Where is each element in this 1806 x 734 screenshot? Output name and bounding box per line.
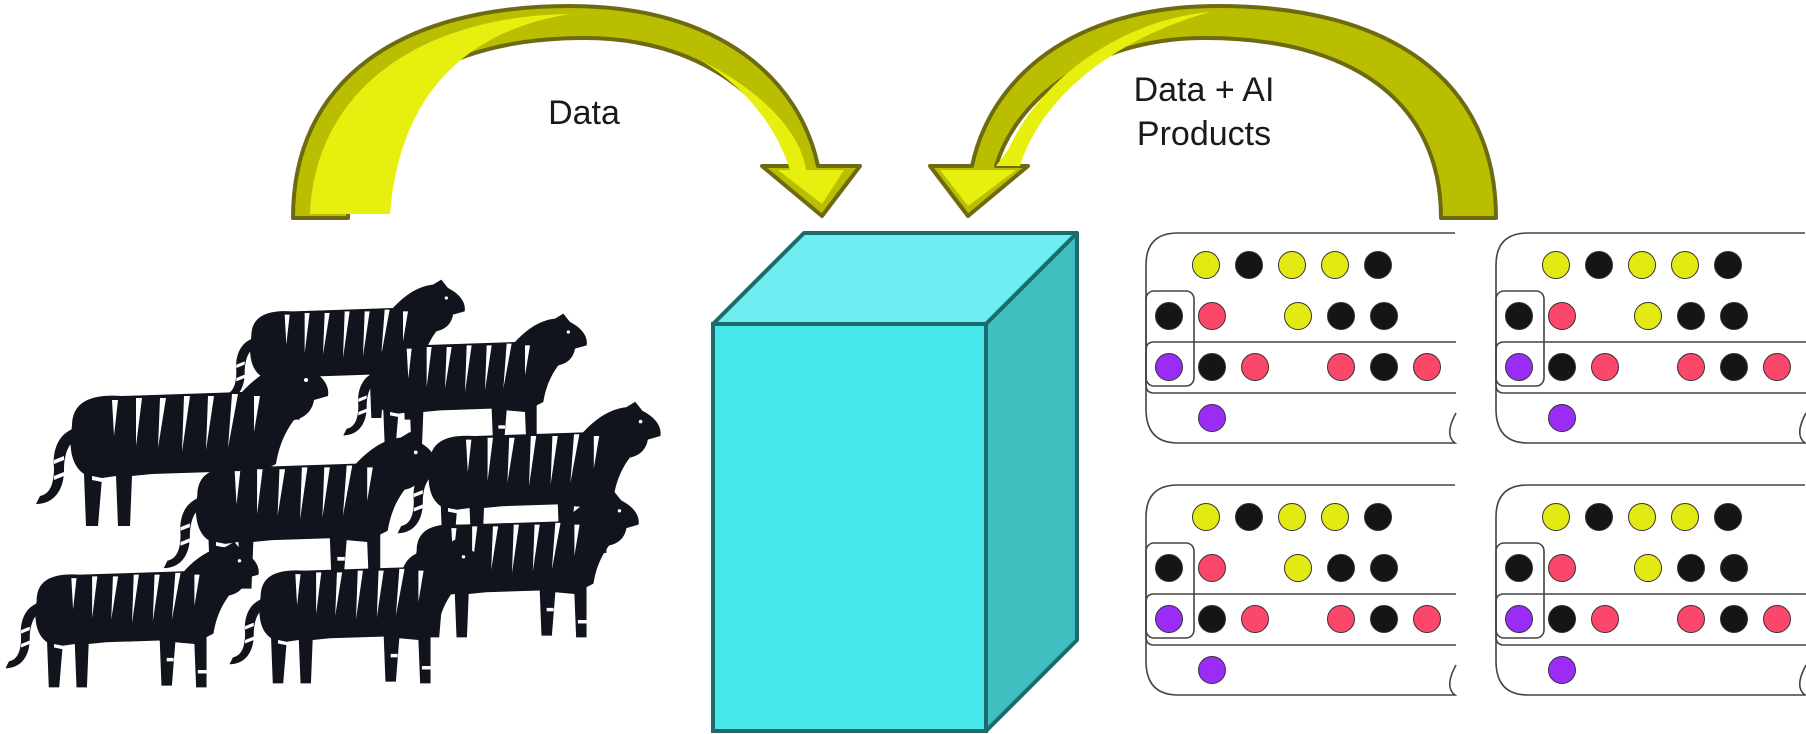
data-product-panel (1495, 484, 1806, 696)
tiger-icon (5, 541, 259, 688)
arrow-highlight-right-head (940, 170, 1016, 206)
cube-front (711, 322, 988, 733)
data-out-arrow: Data + AI Products (928, 4, 1498, 220)
arrow-shaft-right (928, 4, 1498, 220)
data-product-panel (1495, 232, 1806, 444)
arrow-highlight-right (996, 12, 1210, 166)
tiger-herd-icon (5, 279, 661, 688)
data-in-arrow: Data (291, 4, 862, 220)
data-cube-icon (711, 231, 1079, 733)
data-product-panel (1145, 232, 1458, 444)
arrow-highlight-left (310, 14, 570, 214)
label-data-in: Data (548, 94, 620, 132)
data-product-grid-icon (1145, 232, 1806, 696)
data-product-panel (1145, 484, 1458, 696)
tiger-icon (229, 537, 483, 684)
label-data-out-line2: Products (1137, 115, 1271, 153)
cube-side (984, 231, 1079, 733)
arrow-highlight-left-head (700, 60, 844, 204)
label-data-out-line1: Data + AI (1134, 71, 1275, 109)
